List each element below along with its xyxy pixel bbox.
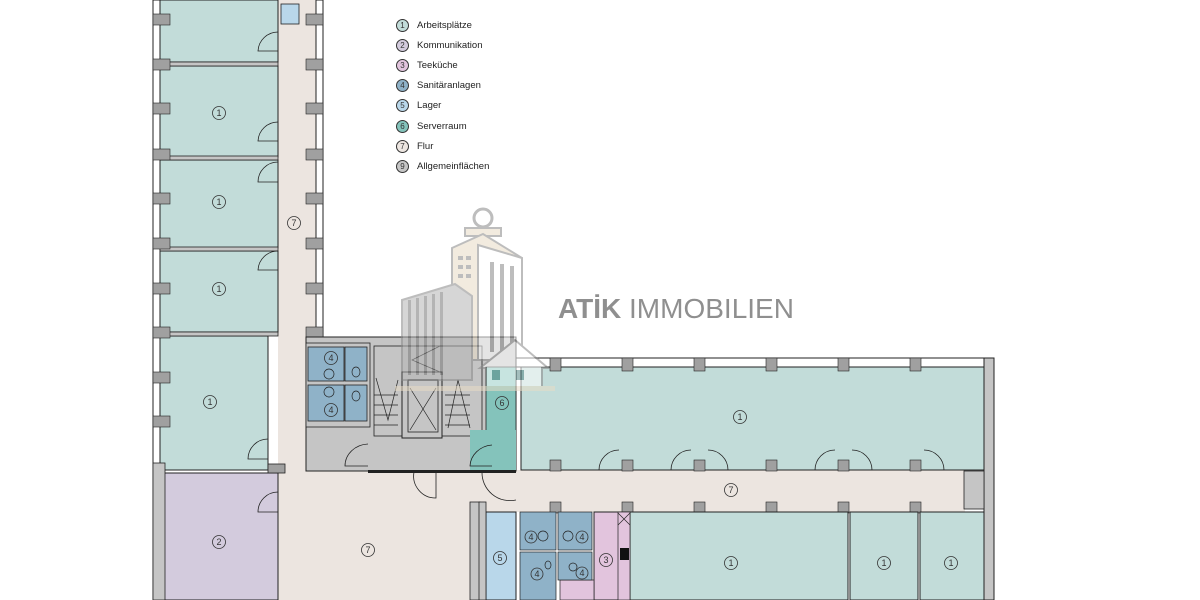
legend-label: Arbeitsplätze [417,19,472,31]
room-workspace-south-a [629,511,849,600]
legend-badge-5: 5 [396,99,409,113]
label-r4e: 4 [530,567,544,581]
legend-label: Allgemeinflächen [417,160,490,172]
legend-item-allgemeinflaechen: 9 Allgemeinflächen [396,156,489,176]
svg-text:1: 1 [728,558,733,568]
label-r4a: 4 [324,351,338,365]
room-sanitary-a [307,346,345,382]
label-r1-east: 1 [733,410,747,424]
label-r4f: 4 [575,566,589,580]
svg-text:3: 3 [603,555,608,565]
label-corridor-v: 7 [287,216,301,230]
label-r1-south-c: 1 [944,556,958,570]
room-sanitary-b [307,384,345,422]
legend-item-teekueche: 3 Teeküche [396,55,489,75]
legend-badge-3: 3 [396,58,409,72]
legend-badge-4: 4 [396,79,409,93]
svg-text:6: 6 [499,398,504,408]
room-workspace-a [159,65,279,158]
label-r4c: 4 [524,530,538,544]
doors-west [247,31,279,513]
legend-label: Lager [417,100,442,112]
svg-text:4: 4 [579,532,584,542]
svg-text:4: 4 [528,532,533,542]
room-communication [162,472,279,600]
legend-item-arbeitsplaetze: 1 Arbeitsplätze [396,15,489,35]
legend-badge-7: 7 [396,139,409,153]
legend-badge-9: 9 [396,159,409,173]
room-workspace-south-c [919,511,985,600]
svg-text:2: 2 [216,537,221,547]
label-r1-south-a: 1 [724,556,738,570]
legend-badge-6: 6 [396,119,409,133]
label-r4b: 4 [324,403,338,417]
sanitary-south [519,511,593,600]
room-workspace-d [159,335,269,471]
legend: 1 Arbeitsplätze 2 Kommunikation 3 Teeküc… [396,15,489,177]
room-workspace-top [159,0,279,63]
svg-text:1: 1 [216,197,221,207]
svg-text:4: 4 [579,568,584,578]
legend-badge-2: 2 [396,38,409,52]
legend-item-sanitaer: 4 Sanitäranlagen [396,76,489,96]
label-corridor-east: 7 [724,483,738,497]
watermark-logo [395,207,555,391]
legend-label: Teeküche [417,59,458,71]
svg-text:7: 7 [728,485,733,495]
room-workspace-east-large [520,366,985,471]
legend-item-serverraum: 6 Serverraum [396,116,489,136]
legend-label: Kommunikation [417,39,483,51]
room-workspace-south-b [849,511,919,600]
label-r2: 2 [212,535,226,549]
watermark-text: ATİK IMMOBILIEN [558,293,794,324]
legend-label: Flur [417,140,434,152]
svg-text:1: 1 [737,412,742,422]
legend-item-lager: 5 Lager [396,96,489,116]
elevator [401,371,443,439]
label-r6: 6 [495,396,509,410]
svg-text:1: 1 [216,108,221,118]
room-labels: 1 1 1 1 2 7 7 4 4 6 1 7 5 4 4 4 4 3 1 1 … [203,106,958,581]
corridor-east [473,470,965,512]
legend-badge-1: 1 [396,18,409,32]
label-r1d: 1 [203,395,217,409]
label-r4d: 4 [575,530,589,544]
svg-text:1: 1 [207,397,212,407]
svg-text:1: 1 [216,284,221,294]
svg-text:4: 4 [534,569,539,579]
svg-text:4: 4 [328,405,333,415]
label-r1-south-b: 1 [877,556,891,570]
label-r5: 5 [493,551,507,565]
svg-text:7: 7 [365,545,370,555]
label-corridor-lower: 7 [361,543,375,557]
columns-east [549,357,922,514]
label-r1b: 1 [212,195,226,209]
legend-label: Sanitäranlagen [417,80,481,92]
doors-core [344,443,517,501]
legend-item-kommunikation: 2 Kommunikation [396,35,489,55]
legend-item-flur: 7 Flur [396,136,489,156]
svg-text:5: 5 [497,553,502,563]
svg-text:1: 1 [948,558,953,568]
label-r3: 3 [599,553,613,567]
room-storage [485,511,517,600]
label-r1a: 1 [212,106,226,120]
svg-text:4: 4 [328,353,333,363]
room-workspace-c [159,250,279,333]
svg-text:1: 1 [881,558,886,568]
legend-label: Serverraum [417,120,467,132]
svg-text:7: 7 [291,218,296,228]
corridor-lower [278,458,473,600]
label-r1c: 1 [212,282,226,296]
columns-west [152,13,324,428]
